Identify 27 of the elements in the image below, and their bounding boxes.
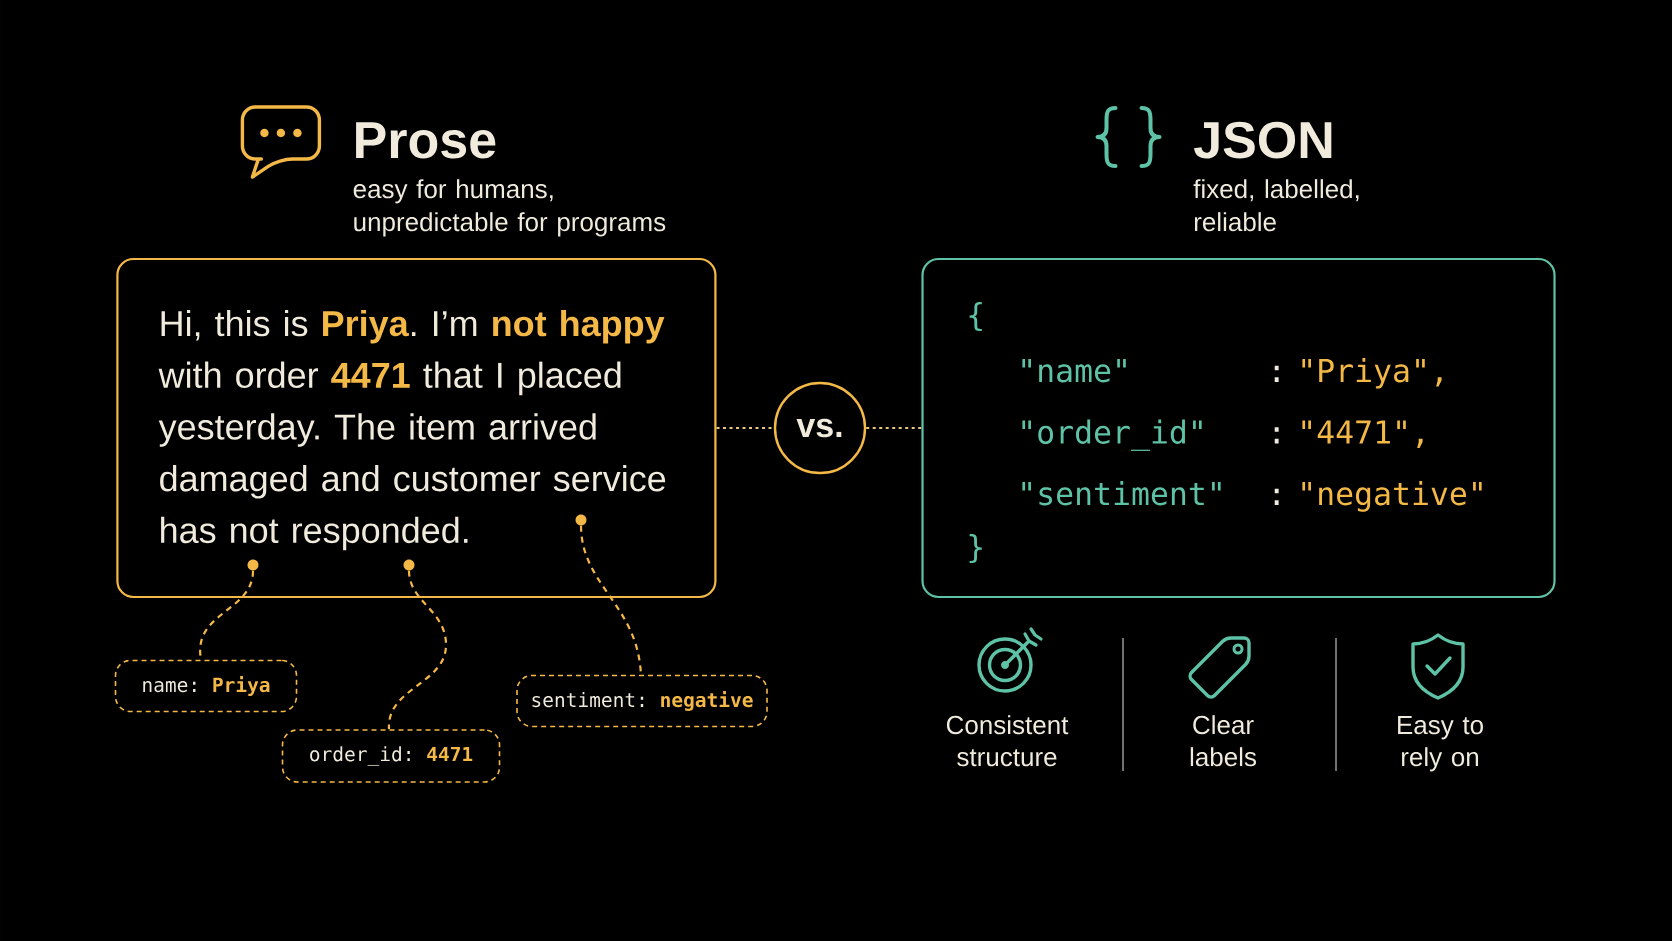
dotted-connector: [715, 427, 775, 429]
node-label: "negative": [1302, 481, 1482, 512]
subtitle: fixed, labelled, reliable: [1193, 179, 1359, 232]
key-value-tag: order_id: 4471: [281, 729, 501, 783]
node-label: "4471",: [1302, 420, 1423, 448]
node-label: :: [1274, 365, 1279, 382]
subtitle: easy for humans, unpredictable for programs: [353, 179, 666, 237]
key-value-tag: name: Priya: [114, 659, 298, 713]
panel-heading: JSON: [1194, 121, 1332, 159]
panel-heading: Prose: [356, 122, 496, 159]
node-label: "Priya",: [1302, 358, 1442, 389]
feature-caption: Clear labels: [1190, 715, 1256, 767]
node-label: {: [969, 302, 982, 332]
key-value-tag: sentiment: negative: [516, 674, 768, 728]
leader-line: [387, 570, 448, 730]
node-label: :: [1274, 488, 1279, 505]
feature-caption: Easy to rely on: [1398, 716, 1483, 772]
dotted-connector: [865, 427, 923, 429]
node-label: }: [969, 534, 982, 564]
circle-badge: vs.: [773, 381, 867, 475]
code-panel: { "name" : "Priya", "order_id" : "4471", "sentiment" : "negative" }: [921, 257, 1556, 599]
text-panel: Hi, this is Priya. I’m not happy with order 4471 that I placed yesterday. The item arrived damaged and customer service has not responded.: [116, 257, 717, 599]
node-label: "name": [1022, 359, 1126, 383]
node-label: "order_id": [1022, 419, 1202, 451]
node-label: :: [1274, 427, 1279, 444]
feature-caption: Consistent structure: [946, 715, 1069, 767]
node-label: "sentiment": [1022, 481, 1221, 506]
